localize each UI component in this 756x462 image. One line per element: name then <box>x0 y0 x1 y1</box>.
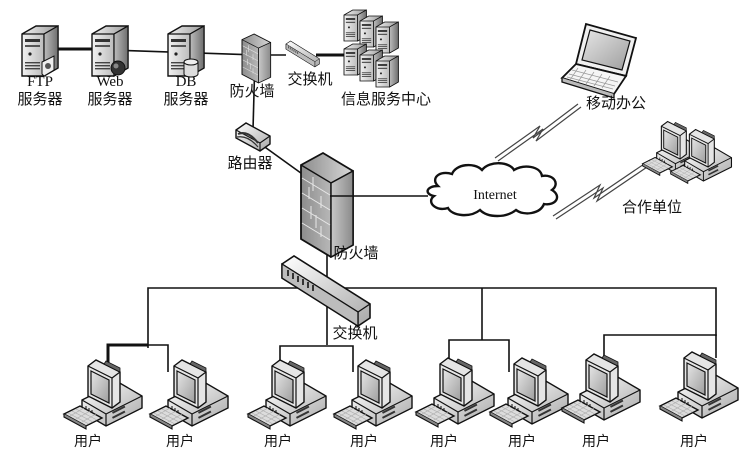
workstation-icon <box>149 359 229 430</box>
firewall-icon <box>241 33 272 84</box>
workstation-icon <box>642 121 733 184</box>
db-server-label-1: DB <box>176 74 197 90</box>
workstation-icon <box>415 357 495 428</box>
workstation-icon <box>333 359 413 430</box>
mobile-office-label: 移动办公 <box>586 95 646 112</box>
wireless-link-mobile-icon <box>494 103 582 162</box>
wire-group2 <box>279 345 354 372</box>
wire-main-bus <box>147 287 717 348</box>
user-workstation[interactable]: 用户 <box>333 359 413 450</box>
ftp-server[interactable]: FTP 服务器 <box>17 25 63 108</box>
main-firewall[interactable]: 防火墙 <box>300 152 379 262</box>
mobile-office[interactable]: 移动办公 <box>561 23 646 112</box>
wire-group1-left <box>106 343 148 366</box>
web-server[interactable]: Web 服务器 <box>87 25 133 108</box>
user-workstation[interactable]: 用户 <box>659 351 739 450</box>
web-server-label-2: 服务器 <box>87 91 132 108</box>
top-switch-label: 交换机 <box>287 70 332 88</box>
user-label: 用户 <box>680 433 708 450</box>
ftp-server-label-2: 服务器 <box>17 91 62 108</box>
main-switch-label: 交换机 <box>332 324 377 342</box>
user-label: 用户 <box>508 433 536 450</box>
user-workstation[interactable]: 用户 <box>561 353 641 450</box>
cloud-icon <box>426 162 559 218</box>
workstation-icon <box>63 359 143 430</box>
workstation-icon <box>247 359 327 430</box>
internet-cloud[interactable]: Internet <box>426 162 559 218</box>
server-rack-icon <box>343 9 399 88</box>
firewall-icon <box>300 152 354 258</box>
router-label: 路由器 <box>227 155 272 172</box>
web-server-label-1: Web <box>96 74 123 90</box>
user-workstation[interactable]: 用户 <box>415 357 495 450</box>
user-workstation[interactable]: 用户 <box>247 359 327 450</box>
wire-group3 <box>448 339 510 372</box>
users: 用户 用户 用户 用户 用户 用户 用户 用户 <box>63 351 739 450</box>
wireless-link-partner-icon <box>552 159 654 220</box>
switch-icon <box>281 255 371 327</box>
user-label: 用户 <box>74 433 102 450</box>
connections <box>58 47 717 372</box>
workstation-icon <box>489 357 569 428</box>
top-firewall-label: 防火墙 <box>229 83 274 100</box>
user-workstation[interactable]: 用户 <box>489 357 569 450</box>
top-firewall[interactable]: 防火墙 <box>229 33 275 100</box>
wire-group4 <box>603 334 717 360</box>
wire-group1-right <box>148 344 169 372</box>
info-center-label: 信息服务中心 <box>341 91 431 108</box>
db-server[interactable]: DB 服务器 <box>163 25 209 108</box>
user-workstation[interactable]: 用户 <box>63 359 143 450</box>
user-label: 用户 <box>166 433 194 450</box>
main-switch[interactable]: 交换机 <box>281 255 378 342</box>
user-workstation[interactable]: 用户 <box>149 359 229 450</box>
db-server-label-2: 服务器 <box>163 91 208 108</box>
switch-icon <box>285 40 320 68</box>
partner-organization[interactable]: 合作单位 <box>622 121 733 216</box>
user-label: 用户 <box>430 433 458 450</box>
main-firewall-label: 防火墙 <box>333 245 378 262</box>
router-icon <box>235 122 271 152</box>
user-label: 用户 <box>350 433 378 450</box>
workstation-icon <box>561 353 641 424</box>
router[interactable]: 路由器 <box>227 122 273 172</box>
user-label: 用户 <box>582 433 610 450</box>
laptop-icon <box>561 23 637 99</box>
ftp-server-label-1: FTP <box>27 74 53 90</box>
internet-label: Internet <box>473 188 517 203</box>
top-switch[interactable]: 交换机 <box>285 40 333 88</box>
partner-label: 合作单位 <box>622 199 682 216</box>
workstation-icon <box>659 351 739 422</box>
user-label: 用户 <box>264 433 292 450</box>
info-service-center[interactable]: 信息服务中心 <box>341 9 431 108</box>
